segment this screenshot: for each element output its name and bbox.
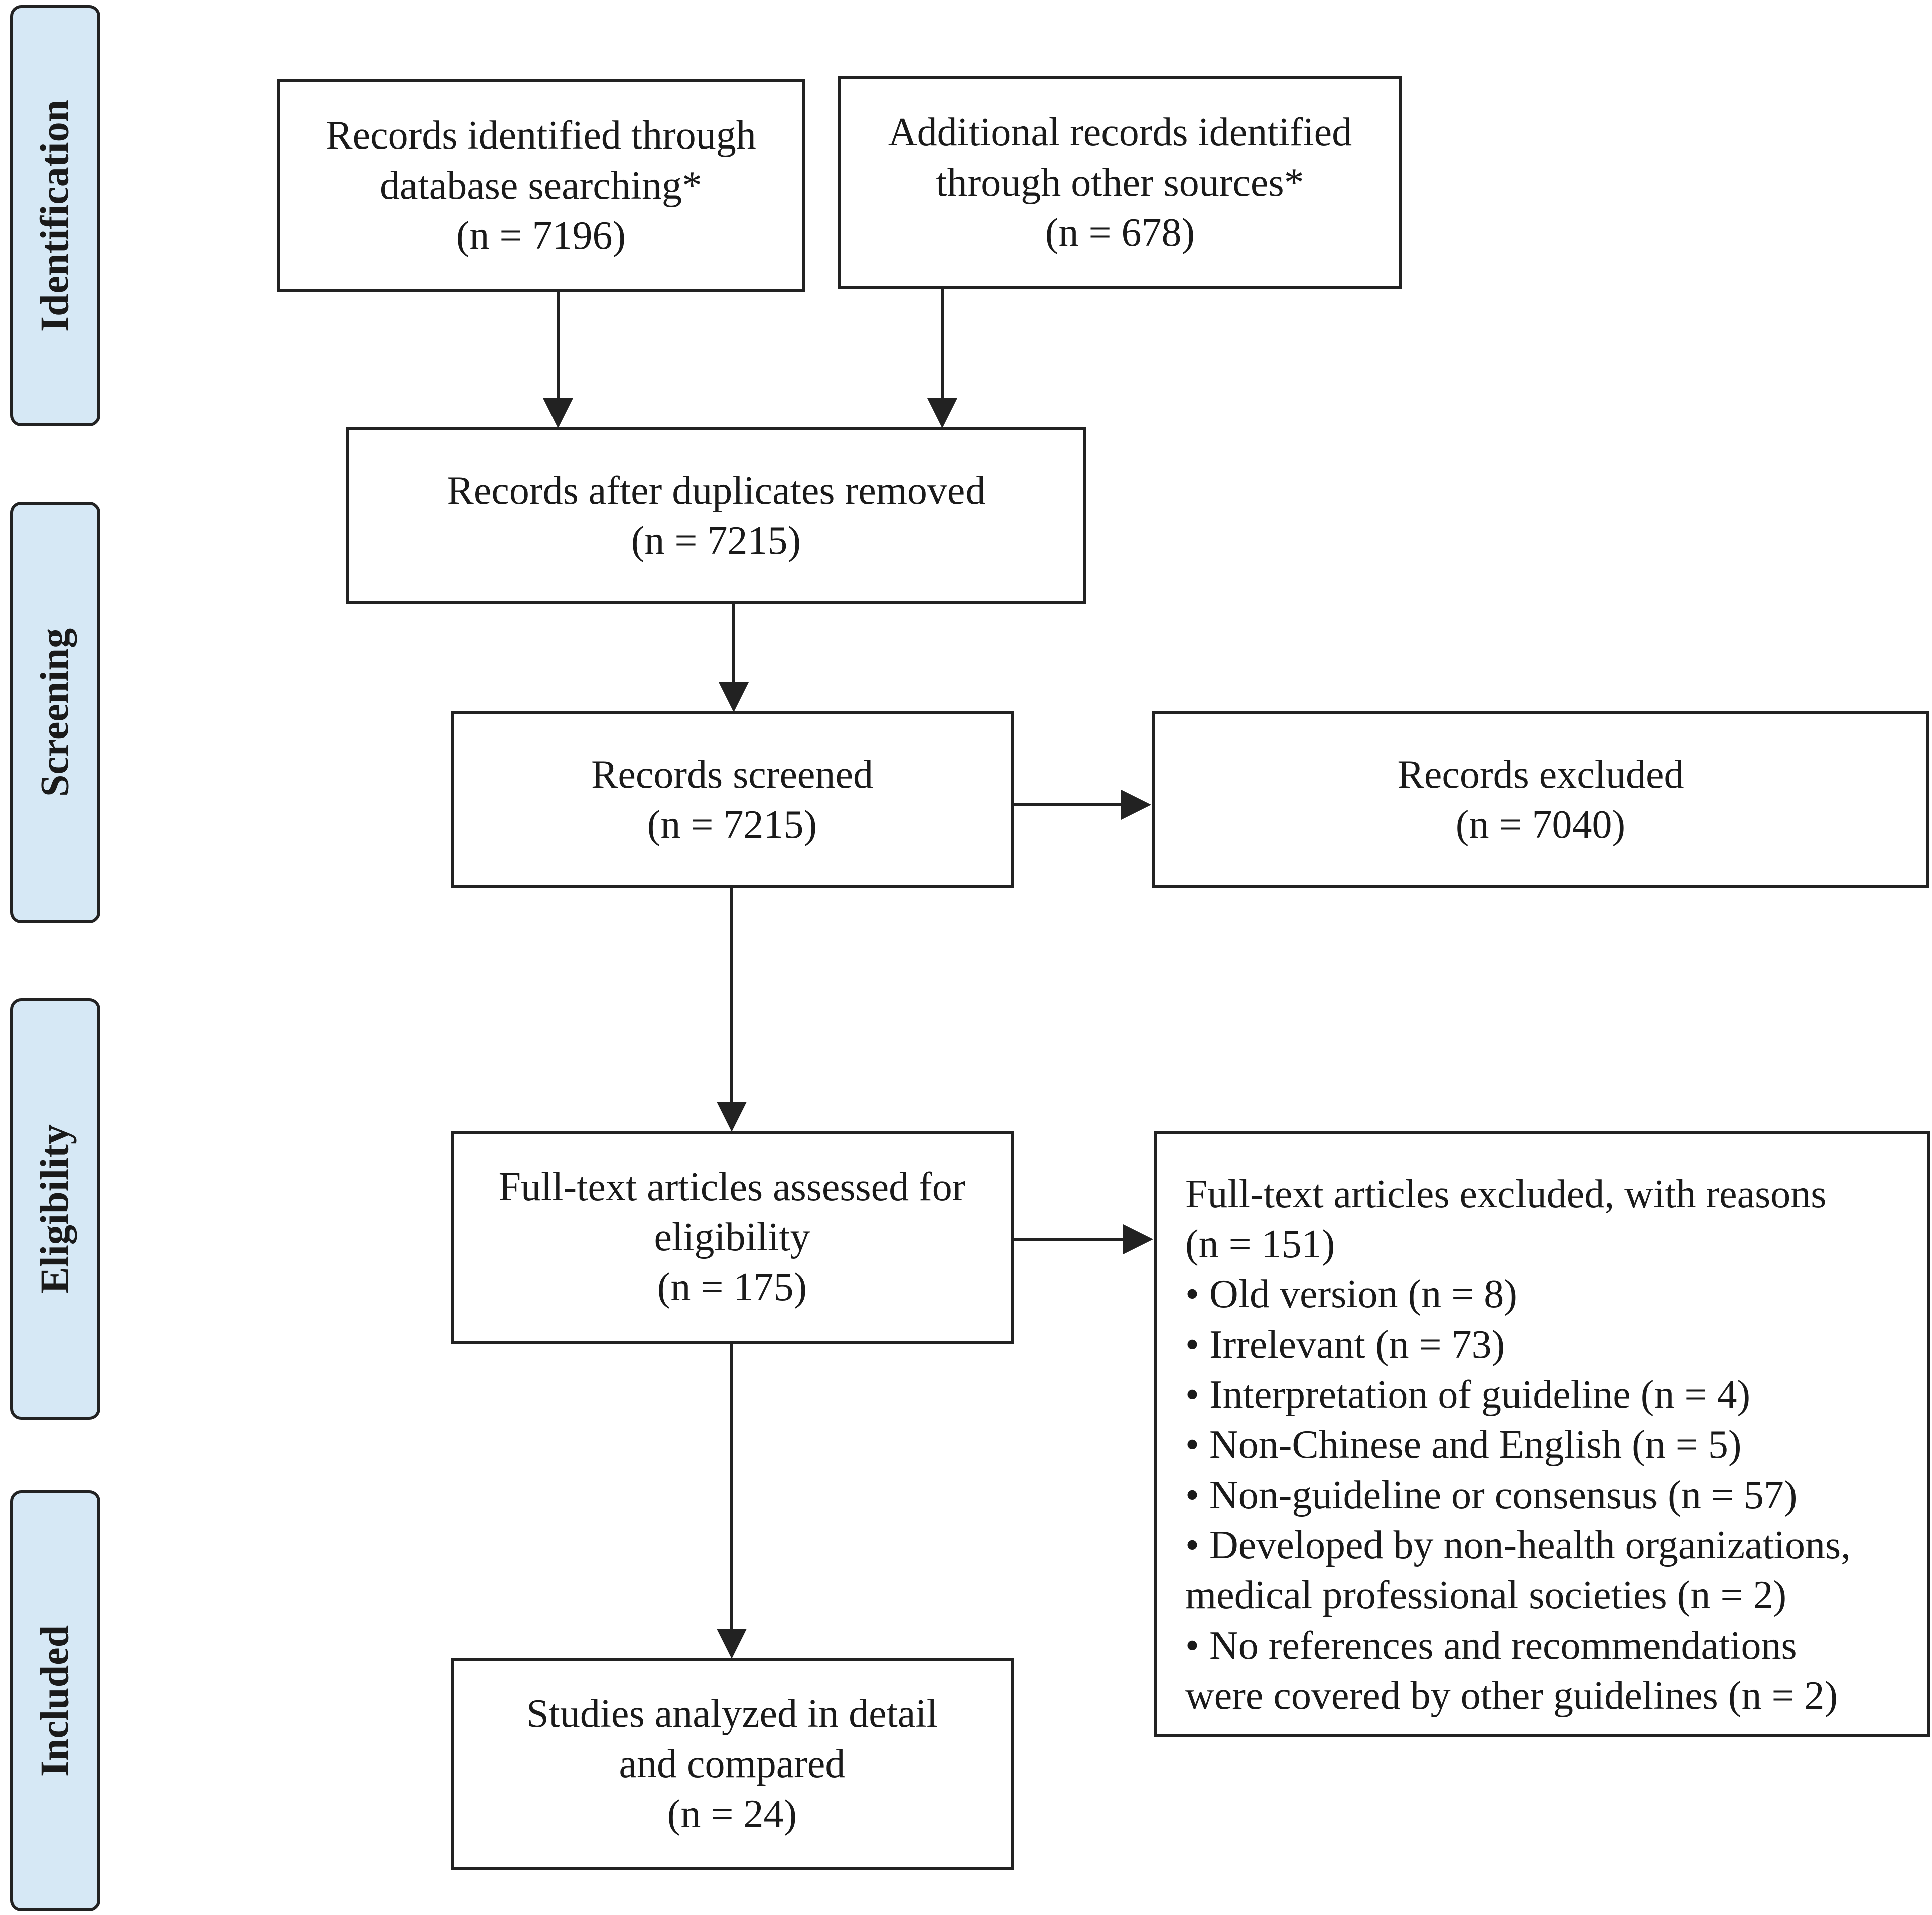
other-sources-line-1: Additional records identified bbox=[888, 110, 1352, 155]
records-excluded-count: (n = 7040) bbox=[1455, 803, 1626, 847]
studies-analyzed-line-2: and compared bbox=[619, 1742, 846, 1786]
records-screened-line-1: Records screened bbox=[591, 753, 873, 797]
studies-analyzed-count: (n = 24) bbox=[667, 1792, 797, 1836]
stage-identification-label: Identification bbox=[33, 99, 77, 332]
exclusion-reason-non-health-org-1: • Developed by non-health organizations, bbox=[1185, 1523, 1851, 1567]
fulltext-assessed-count: (n = 175) bbox=[657, 1265, 807, 1309]
studies-analyzed-line-1: Studies analyzed in detail bbox=[526, 1692, 938, 1736]
stage-eligibility: Eligibility bbox=[10, 998, 100, 1420]
fulltext-excluded-heading: Full-text articles excluded, with reason… bbox=[1185, 1172, 1827, 1216]
database-records-line-1: Records identified through bbox=[326, 113, 756, 158]
exclusion-reason-irrelevant: • Irrelevant (n = 73) bbox=[1185, 1322, 1505, 1367]
records-screened-count: (n = 7215) bbox=[647, 803, 817, 847]
box-records-excluded: Records excluded (n = 7040) bbox=[1152, 711, 1929, 888]
exclusion-reason-no-references-2: were covered by other guidelines (n = 2) bbox=[1185, 1674, 1838, 1718]
box-studies-analyzed: Studies analyzed in detail and compared … bbox=[451, 1658, 1014, 1870]
exclusion-reason-no-references-1: • No references and recommendations bbox=[1185, 1624, 1797, 1668]
exclusion-reason-non-guideline: • Non-guideline or consensus (n = 57) bbox=[1185, 1473, 1798, 1517]
fulltext-excluded-count: (n = 151) bbox=[1185, 1222, 1335, 1266]
box-fulltext-excluded: Full-text articles excluded, with reason… bbox=[1154, 1131, 1930, 1737]
exclusion-reason-language: • Non-Chinese and English (n = 5) bbox=[1185, 1423, 1742, 1467]
exclusion-reason-interpretation: • Interpretation of guideline (n = 4) bbox=[1185, 1373, 1751, 1417]
duplicates-removed-line-1: Records after duplicates removed bbox=[447, 469, 986, 513]
stage-eligibility-label: Eligibility bbox=[33, 1124, 77, 1294]
stage-screening-label: Screening bbox=[33, 628, 77, 797]
stage-included: Included bbox=[10, 1490, 100, 1911]
database-records-line-2: database searching* bbox=[380, 164, 702, 208]
other-sources-line-2: through other sources* bbox=[936, 161, 1304, 205]
stage-screening: Screening bbox=[10, 502, 100, 923]
box-records-screened: Records screened (n = 7215) bbox=[451, 711, 1014, 888]
fulltext-assessed-line-2: eligibility bbox=[654, 1215, 810, 1259]
other-sources-count: (n = 678) bbox=[1045, 211, 1195, 255]
exclusion-reason-non-health-org-2: medical professional societies (n = 2) bbox=[1185, 1573, 1787, 1617]
box-duplicates-removed: Records after duplicates removed (n = 72… bbox=[346, 427, 1086, 604]
fulltext-assessed-line-1: Full-text articles assessed for bbox=[498, 1165, 966, 1209]
stage-identification: Identification bbox=[10, 5, 100, 426]
box-fulltext-assessed: Full-text articles assessed for eligibil… bbox=[451, 1131, 1014, 1344]
database-records-count: (n = 7196) bbox=[456, 214, 626, 258]
stage-included-label: Included bbox=[33, 1625, 77, 1777]
duplicates-removed-count: (n = 7215) bbox=[631, 519, 801, 563]
records-excluded-line-1: Records excluded bbox=[1397, 753, 1684, 797]
exclusion-reason-old-version: • Old version (n = 8) bbox=[1185, 1272, 1517, 1316]
box-database-records: Records identified through database sear… bbox=[277, 79, 805, 292]
box-other-sources: Additional records identified through ot… bbox=[838, 76, 1402, 289]
